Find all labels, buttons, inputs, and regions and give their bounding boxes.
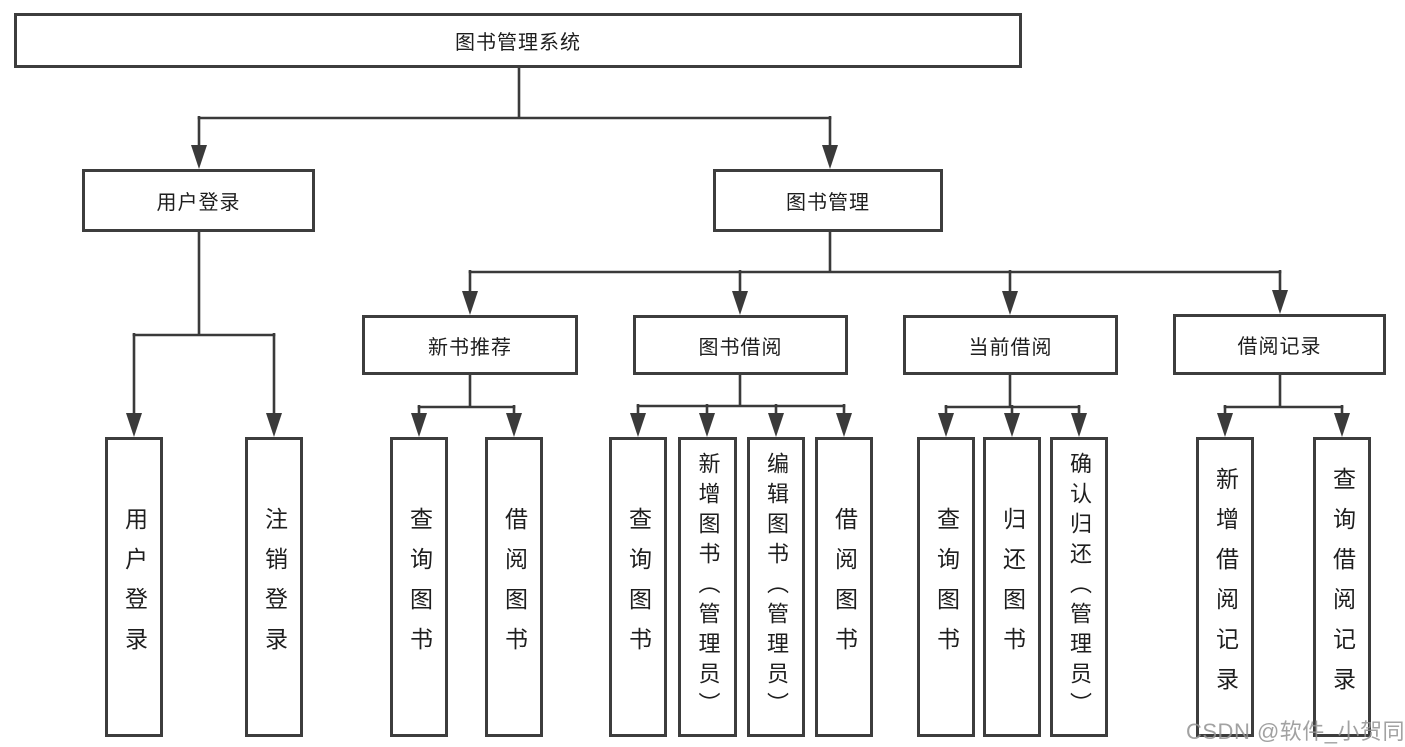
leaf-query-book-newrec: 查询图书 [390,437,448,737]
leaf-label: 归还图书 [999,507,1026,667]
node-label: 借阅记录 [1237,336,1322,358]
node-library-management-system: 图书管理系统 [14,13,1022,68]
node-label: 图书管理系统 [455,32,581,54]
leaf-label: 借阅图书 [501,507,528,667]
leaf-user-login: 用户登录 [105,437,163,737]
leaf-label: 用户登录 [121,507,148,667]
node-label: 图书借阅 [698,336,783,359]
node-label: 新书推荐 [428,336,512,359]
leaf-query-book-current: 查询图书 [917,437,975,737]
leaf-add-borrow-record: 新增借阅记录 [1196,437,1254,737]
leaf-edit-book-admin: 编辑图书（管理员） [747,437,805,737]
connector-new-book-recommend-to-leaves [411,375,522,437]
leaf-label: 查询图书 [406,507,433,667]
csdn-watermark: CSDN @软件_小贺同学 [1186,719,1405,744]
leaf-confirm-return-admin: 确认归还（管理员） [1050,437,1108,737]
leaf-borrow-book-newrec: 借阅图书 [485,437,543,737]
node-label: 用户登录 [156,192,241,214]
leaf-label: 新增借阅记录 [1212,467,1239,707]
leaf-query-book-borrow: 查询图书 [609,437,667,737]
leaf-return-book: 归还图书 [983,437,1041,737]
node-label: 当前借阅 [968,336,1053,359]
node-book-management-branch: 图书管理 [713,169,943,232]
leaf-label: 注销登录 [261,507,288,667]
connector-root-to-level2 [191,68,838,169]
node-new-book-recommend: 新书推荐 [362,315,578,375]
leaf-label: 借阅图书 [831,507,858,667]
leaf-label: 新增图书（管理员） [695,452,721,722]
leaf-logout: 注销登录 [245,437,303,737]
node-user-login-branch: 用户登录 [82,169,315,232]
node-current-borrow: 当前借阅 [903,315,1118,375]
connector-current-borrow-to-leaves [938,375,1087,437]
connector-book-management-to-level3 [462,232,1288,315]
leaf-label: 查询借阅记录 [1329,467,1356,707]
leaf-label: 确认归还（管理员） [1067,452,1092,722]
connector-borrow-records-to-leaves [1217,375,1350,437]
leaf-borrow-book-borrow: 借阅图书 [815,437,873,737]
connector-book-borrow-to-leaves [630,375,852,437]
leaf-add-book-admin: 新增图书（管理员） [678,437,737,737]
leaf-label: 编辑图书（管理员） [764,452,789,722]
node-label: 图书管理 [786,192,870,214]
node-book-borrow: 图书借阅 [633,315,848,375]
connector-user-login-to-leaves [126,232,282,437]
leaf-label: 查询图书 [933,507,960,667]
leaf-query-borrow-record: 查询借阅记录 [1313,437,1371,737]
node-borrow-records: 借阅记录 [1173,314,1386,375]
leaf-label: 查询图书 [625,507,652,667]
